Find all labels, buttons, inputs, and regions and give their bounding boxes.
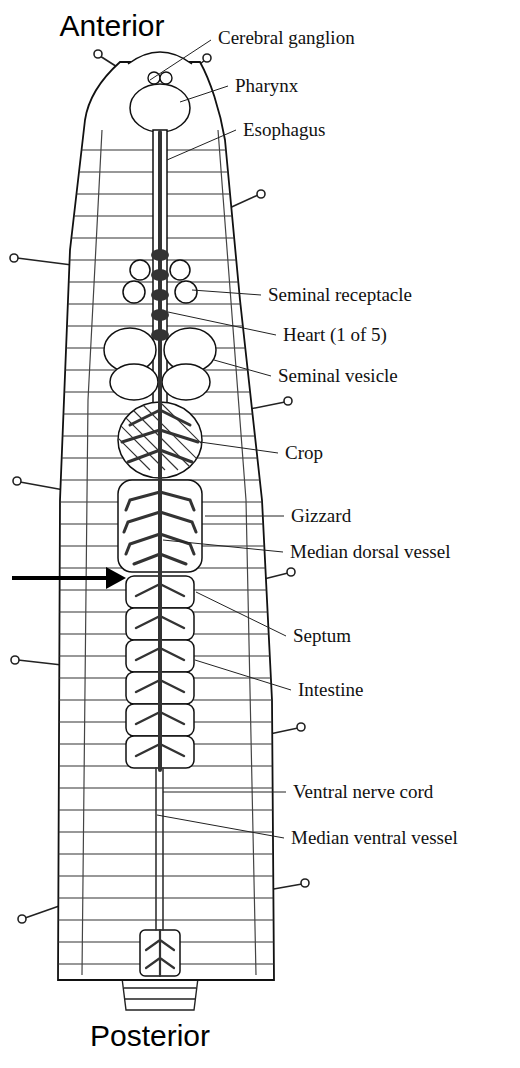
part-label: Pharynx — [233, 75, 300, 97]
part-label: Crop — [283, 442, 325, 464]
part-label: Heart (1 of 5) — [281, 324, 389, 346]
pointer-arrow — [12, 567, 126, 589]
part-label: Seminal receptacle — [266, 284, 414, 306]
part-label: Esophagus — [241, 119, 327, 141]
cut-body-wall — [82, 130, 256, 975]
part-label: Gizzard — [289, 505, 353, 527]
part-label: Septum — [291, 625, 353, 647]
part-label: Seminal vesicle — [276, 365, 400, 387]
part-label: Median dorsal vessel — [288, 541, 452, 563]
crop-hatching — [95, 402, 205, 475]
leader-lines — [150, 40, 291, 838]
body-wall — [58, 62, 274, 980]
prostomium — [128, 52, 192, 64]
digestive-tract — [104, 84, 216, 976]
part-label: Median ventral vessel — [289, 827, 460, 849]
direction-label: Anterior — [56, 8, 167, 44]
part-label: Intestine — [296, 679, 365, 701]
part-label: Cerebral ganglion — [216, 27, 357, 49]
blood-vessels — [122, 132, 198, 976]
body-segments — [40, 150, 290, 964]
worm-tail — [122, 978, 198, 1010]
direction-label: Posterior — [87, 1018, 213, 1054]
hearts — [151, 249, 169, 341]
part-label: Ventral nerve cord — [291, 781, 435, 803]
